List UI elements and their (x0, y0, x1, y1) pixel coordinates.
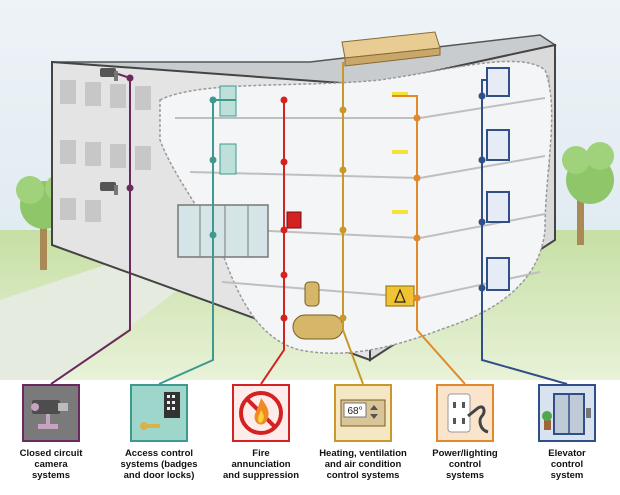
access-control-tile (130, 384, 188, 442)
elevator-connection-point (478, 156, 486, 164)
elevator-connection-point (478, 92, 486, 100)
fire-connection-point (280, 96, 288, 104)
fire-connection-point (280, 158, 288, 166)
fire-icon (234, 386, 288, 440)
elevator-doors (486, 67, 510, 291)
thermostat-icon: 68° (336, 386, 390, 440)
cctv-camera-icon (24, 386, 78, 440)
elevator-connection-point (478, 284, 486, 292)
label-power: Power/lighting control systems (432, 448, 498, 481)
boiler-tank (292, 281, 344, 340)
label-access-control: Access control systems (badges and door … (120, 448, 198, 481)
cctv-connection-line (50, 73, 131, 385)
thermostat-reading: 68° (347, 406, 362, 417)
building-cutaway (159, 60, 553, 354)
power-connection-line (392, 95, 466, 385)
label-fire: Fire annunciation and suppression (222, 448, 299, 481)
label-elevator: Elevator control system (548, 448, 586, 481)
hvac-connection-line (342, 62, 364, 385)
fire-connection-point (280, 314, 288, 322)
access-connection-line (158, 99, 236, 385)
access-connection-point (209, 156, 217, 164)
hvac-connection-point (339, 314, 347, 322)
building-entrance (177, 204, 269, 258)
power-tile (436, 384, 494, 442)
power-plug-icon (438, 386, 492, 440)
connection-points (126, 74, 486, 322)
rooftop-hvac-unit (341, 31, 441, 67)
power-connection-point (413, 234, 421, 242)
keypad-door-icon (132, 386, 186, 440)
hvac-connection-point (339, 106, 347, 114)
fire-connection-point (280, 271, 288, 279)
electrical-panel (385, 285, 415, 307)
label-cctv: Closed circuit camera systems (19, 448, 83, 481)
power-connection-point (413, 294, 421, 302)
power-connection-point (413, 174, 421, 182)
cctv-camera-bottom (100, 182, 118, 195)
hvac-connection-point (339, 166, 347, 174)
elevator-icon (540, 386, 594, 440)
cctv-connection-point (126, 74, 134, 82)
access-connection-point (209, 231, 217, 239)
power-connection-point (413, 114, 421, 122)
hvac-connection-point (339, 226, 347, 234)
fire-connection-point (280, 226, 288, 234)
tree-right (562, 142, 614, 245)
elevator-connection-point (478, 218, 486, 226)
access-connection-point (209, 96, 217, 104)
label-hvac: Heating, ventilation and air condition c… (319, 448, 407, 481)
fire-alarm-panel (286, 211, 302, 229)
cctv-connection-point (126, 184, 134, 192)
hvac-tile: 68° (334, 384, 392, 442)
fire-tile (232, 384, 290, 442)
cctv-tile (22, 384, 80, 442)
ceiling-lights (392, 92, 408, 214)
elevator-tile (538, 384, 596, 442)
front-windows (60, 80, 151, 222)
cctv-camera-top (100, 68, 118, 81)
